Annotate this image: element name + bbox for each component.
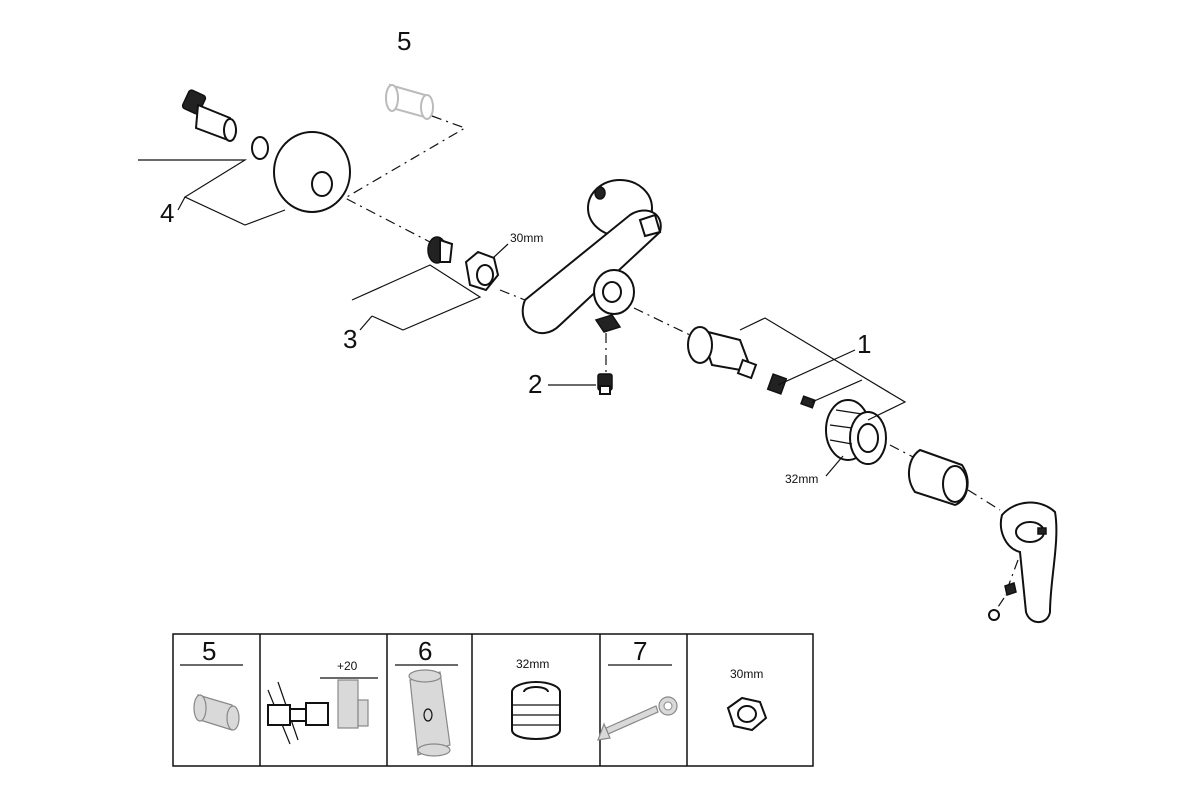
- aerator-icon: [597, 373, 613, 395]
- ring-size-label: 32mm: [785, 472, 818, 486]
- tool-sleeve-icon: [408, 669, 451, 757]
- ring-size-table-label: 32mm: [516, 657, 549, 671]
- lever-handle-icon: [1000, 501, 1058, 624]
- screw-small-icon: [1004, 582, 1017, 596]
- nut-size-table-label: 30mm: [730, 667, 763, 681]
- escutcheon-icon: [273, 131, 351, 213]
- ghost-extension-icon: [385, 83, 434, 120]
- wrench-icon: [597, 696, 678, 741]
- callout-5: 5: [397, 26, 411, 56]
- axis-line-main: [633, 307, 691, 336]
- extension-piece-icon: [193, 694, 240, 731]
- nut-size-label: 30mm: [510, 231, 543, 245]
- callout-2: 2: [528, 369, 542, 399]
- table-number-7: 7: [633, 636, 647, 666]
- axis-line-left: [343, 115, 467, 243]
- connector-icon: [181, 89, 238, 142]
- callout-3: 3: [343, 324, 357, 354]
- screw-icon: [800, 395, 816, 409]
- hex-nut-icon: [726, 696, 768, 732]
- adapter-icon: [766, 373, 788, 395]
- cover-sleeve-icon: [908, 448, 969, 507]
- table-number-5: 5: [202, 636, 216, 666]
- bracket-1: [739, 317, 907, 421]
- mixer-body-icon: [521, 179, 662, 335]
- nut-icon: [464, 250, 500, 292]
- nipple-icon: [427, 236, 454, 264]
- callout-1: 1: [857, 329, 871, 359]
- table-number-6: 6: [418, 636, 432, 666]
- extension-length-label: +20: [337, 659, 358, 673]
- accessories-table: [172, 633, 814, 767]
- threaded-ring-part-icon: [825, 399, 887, 465]
- bracket-3: [351, 264, 482, 331]
- callout-4: 4: [160, 198, 174, 228]
- cartridge-icon: [687, 326, 758, 380]
- washer-icon: [251, 136, 269, 160]
- wall-extension-icon: [267, 677, 378, 745]
- threaded-ring-icon: [511, 681, 561, 740]
- cap-icon: [988, 609, 1000, 621]
